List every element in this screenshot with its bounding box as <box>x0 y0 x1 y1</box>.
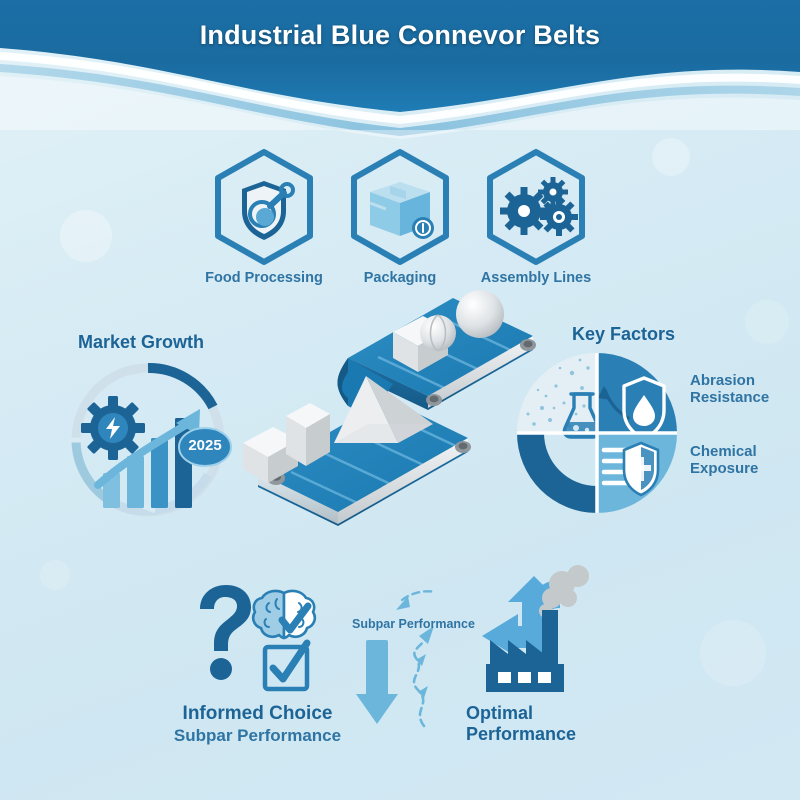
key-factor-label-chemical: Chemical Exposure <box>690 443 758 478</box>
conveyor-belt-lower <box>258 399 471 526</box>
decor-bubble <box>700 620 766 686</box>
optimal-performance-line2: Performance <box>466 724 577 745</box>
gears-icon <box>487 149 585 265</box>
key-factors-heading: Key Factors <box>572 324 676 344</box>
informed-choice-graphic <box>188 583 323 701</box>
header-band-shape <box>0 0 800 112</box>
dashed-zigzag-arrow-icon <box>412 626 434 728</box>
package-box-icon <box>351 149 449 265</box>
application-label: Packaging <box>363 270 437 286</box>
page-title: Industrial Blue Connevor Belts <box>199 20 601 50</box>
header-band <box>0 0 800 139</box>
document-shield-icon <box>622 441 660 497</box>
checkbox-check-icon <box>262 639 311 692</box>
application-label: Food Processing <box>205 270 323 286</box>
cargo-ball-upper <box>420 314 456 352</box>
conveyor-belt-illustration <box>243 288 558 543</box>
key-factors-graphic <box>512 348 682 518</box>
informed-choice-title: Informed Choice <box>182 703 333 724</box>
decor-bubble <box>60 210 112 262</box>
header-swoosh-fade <box>0 76 800 139</box>
decor-bubble <box>745 300 789 344</box>
year-badge-label: 2025 <box>188 437 222 454</box>
rising-arrow-icon <box>94 409 200 489</box>
gear-bolt-icon <box>81 396 145 460</box>
performance-flow-graphic <box>340 588 530 728</box>
application-item-food-processing[interactable]: Food Processing <box>200 148 328 286</box>
shield-food-icon <box>215 149 313 265</box>
cargo-box-lower <box>286 403 330 466</box>
optimal-performance-labels: Optimal Performance <box>466 703 606 745</box>
cargo-pyramid-lower <box>334 376 433 443</box>
key-factor-label-line1: Abrasion <box>690 372 756 389</box>
subpar-performance-flow-label: Subpar Performance <box>352 617 475 631</box>
smoke-icon <box>539 565 589 618</box>
year-badge <box>178 427 232 467</box>
factory-icon <box>486 610 564 692</box>
applications-row: Food Processing Packaging <box>200 148 600 293</box>
informed-choice-subtitle: Subpar Performance <box>173 726 342 745</box>
key-factor-quadrant-top-left[interactable] <box>517 353 602 439</box>
down-arrow-icon <box>356 640 398 724</box>
decor-bubble <box>652 138 690 176</box>
application-item-packaging[interactable]: Packaging <box>336 148 464 286</box>
key-factor-label-line1: Chemical <box>690 443 757 460</box>
optimal-performance-line1: Optimal <box>466 703 534 723</box>
optimal-performance-graphic <box>480 558 620 708</box>
dashed-arrow-icon <box>396 590 438 610</box>
question-mark-icon <box>200 585 251 680</box>
key-factor-label-abrasion: Abrasion Resistance <box>690 372 769 407</box>
key-factor-quadrant-top-right[interactable] <box>597 353 677 441</box>
application-item-assembly-lines[interactable]: Assembly Lines <box>472 148 600 286</box>
key-factor-quadrant-bottom-left[interactable] <box>517 433 597 513</box>
brain-check-icon <box>251 589 317 640</box>
market-growth-graphic: 2025 <box>58 355 273 530</box>
application-label: Assembly Lines <box>480 270 592 286</box>
cargo-sphere-upper <box>456 290 504 338</box>
decor-bubble <box>40 560 70 590</box>
growth-bar-chart-icon <box>103 418 192 508</box>
informed-choice-labels: Informed Choice Subpar Performance <box>120 703 395 746</box>
checkmark-icon <box>278 602 312 634</box>
key-factor-label-line2: Exposure <box>690 460 759 478</box>
key-factor-quadrant-bottom-right[interactable] <box>597 433 677 513</box>
key-factor-label-line2: Resistance <box>690 389 770 407</box>
market-growth-heading: Market Growth <box>78 332 205 352</box>
